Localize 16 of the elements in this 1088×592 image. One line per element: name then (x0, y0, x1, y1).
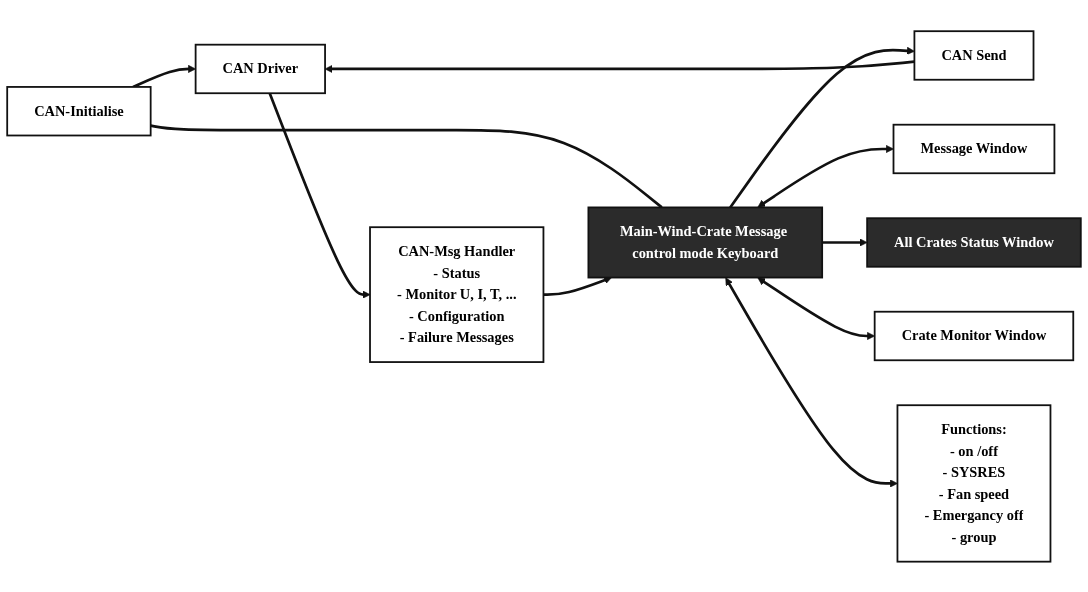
arrow (132, 64, 196, 88)
node-box: CAN-Initialise (6, 85, 152, 136)
node-box: CAN Send (913, 29, 1035, 81)
node-box: Crate Monitor Window (873, 310, 1075, 361)
node-box: CAN Driver (194, 43, 326, 94)
arrow (822, 238, 868, 246)
node-box: CAN-Msg Handler - Status - Monitor U, I, T, ... - Configuration - Failure Messages (369, 225, 545, 363)
arrow (757, 276, 875, 340)
arrow (729, 46, 915, 208)
node-box: Main-Wind-Crate Message control mode Keyboard (587, 206, 824, 278)
arrow (725, 277, 898, 487)
node-box: All Crates Status Window (866, 216, 1082, 268)
node-box: Functions: - on /off - SYSRES - Fan speed - Emergancy off - group (896, 403, 1052, 563)
node-box: Message Window (892, 123, 1056, 174)
arrow (757, 144, 894, 208)
arrow (268, 92, 371, 299)
